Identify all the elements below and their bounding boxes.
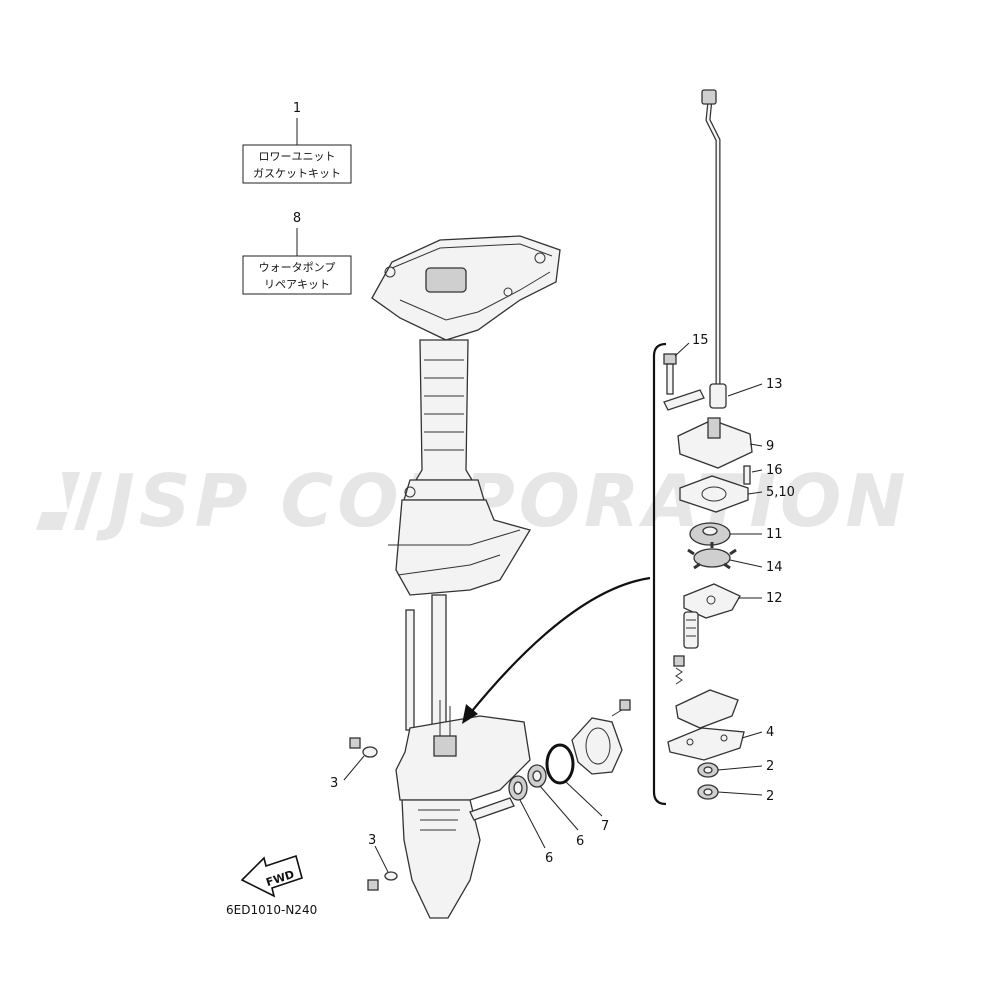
callout-4: 4 bbox=[766, 725, 774, 740]
bolt-15 bbox=[663, 353, 677, 365]
kit-water-pump-line1: ウォータポンプ bbox=[259, 261, 336, 274]
kit-gasket: 1 ロワーユニット ガスケットキット bbox=[242, 101, 352, 184]
callout-9: 9 bbox=[766, 439, 774, 454]
callout-13: 13 bbox=[766, 377, 783, 392]
pump-parts bbox=[663, 353, 753, 800]
callout-6a: 6 bbox=[545, 851, 553, 866]
callout-2a: 2 bbox=[766, 759, 774, 774]
callout-8: 8 bbox=[293, 211, 301, 226]
callout-7: 7 bbox=[601, 819, 609, 834]
o-ring bbox=[545, 743, 575, 785]
drive-shaft-housing bbox=[414, 339, 474, 481]
kit-gasket-line2: ガスケットキット bbox=[253, 167, 341, 180]
upper-casing bbox=[395, 499, 531, 596]
kit-gasket-box bbox=[242, 144, 352, 184]
outer-plate-12 bbox=[683, 583, 741, 619]
water-tube bbox=[701, 89, 721, 400]
kit-water-pump-box bbox=[242, 255, 352, 295]
kit-water-pump: 8 ウォータポンプ リペアキット bbox=[242, 211, 352, 295]
callout-2b: 2 bbox=[766, 789, 774, 804]
pin-16 bbox=[743, 465, 751, 485]
callout-3a: 3 bbox=[330, 776, 338, 791]
location-arrow bbox=[467, 576, 651, 717]
seal-parts bbox=[508, 699, 631, 801]
lower-unit-assembly bbox=[371, 235, 561, 919]
kit-water-pump-line2: リペアキット bbox=[264, 278, 330, 291]
callout-6b: 6 bbox=[576, 834, 584, 849]
fwd-arrow: FWD bbox=[240, 854, 303, 898]
callout-12: 12 bbox=[766, 591, 783, 606]
gear-case bbox=[395, 715, 531, 801]
callout-3b: 3 bbox=[368, 833, 376, 848]
diagram-code: 6ED1010-N240 bbox=[226, 903, 317, 917]
bolt-lower bbox=[367, 871, 398, 891]
group-bracket bbox=[652, 342, 667, 806]
callout-5-10: 5,10 bbox=[766, 485, 795, 500]
bolt-upper bbox=[349, 737, 378, 758]
callout-15: 15 bbox=[692, 333, 709, 348]
callout-11: 11 bbox=[766, 527, 783, 542]
fwd-arrow-shape bbox=[240, 854, 303, 898]
kit-gasket-line1: ロワーユニット bbox=[259, 150, 336, 163]
callout-1: 1 bbox=[293, 101, 301, 116]
gasket-5-10 bbox=[679, 475, 749, 513]
callouts: 15 13 9 16 5,10 11 14 12 4 2 2 3 3 6 6 7 bbox=[330, 333, 795, 873]
propeller-shaft-housing bbox=[571, 717, 623, 775]
callout-14: 14 bbox=[766, 560, 783, 575]
callout-16: 16 bbox=[766, 463, 783, 478]
gasket-4 bbox=[667, 727, 745, 761]
impeller-14 bbox=[687, 542, 737, 570]
drive-shaft bbox=[431, 594, 447, 726]
grommet-13 bbox=[709, 383, 727, 409]
